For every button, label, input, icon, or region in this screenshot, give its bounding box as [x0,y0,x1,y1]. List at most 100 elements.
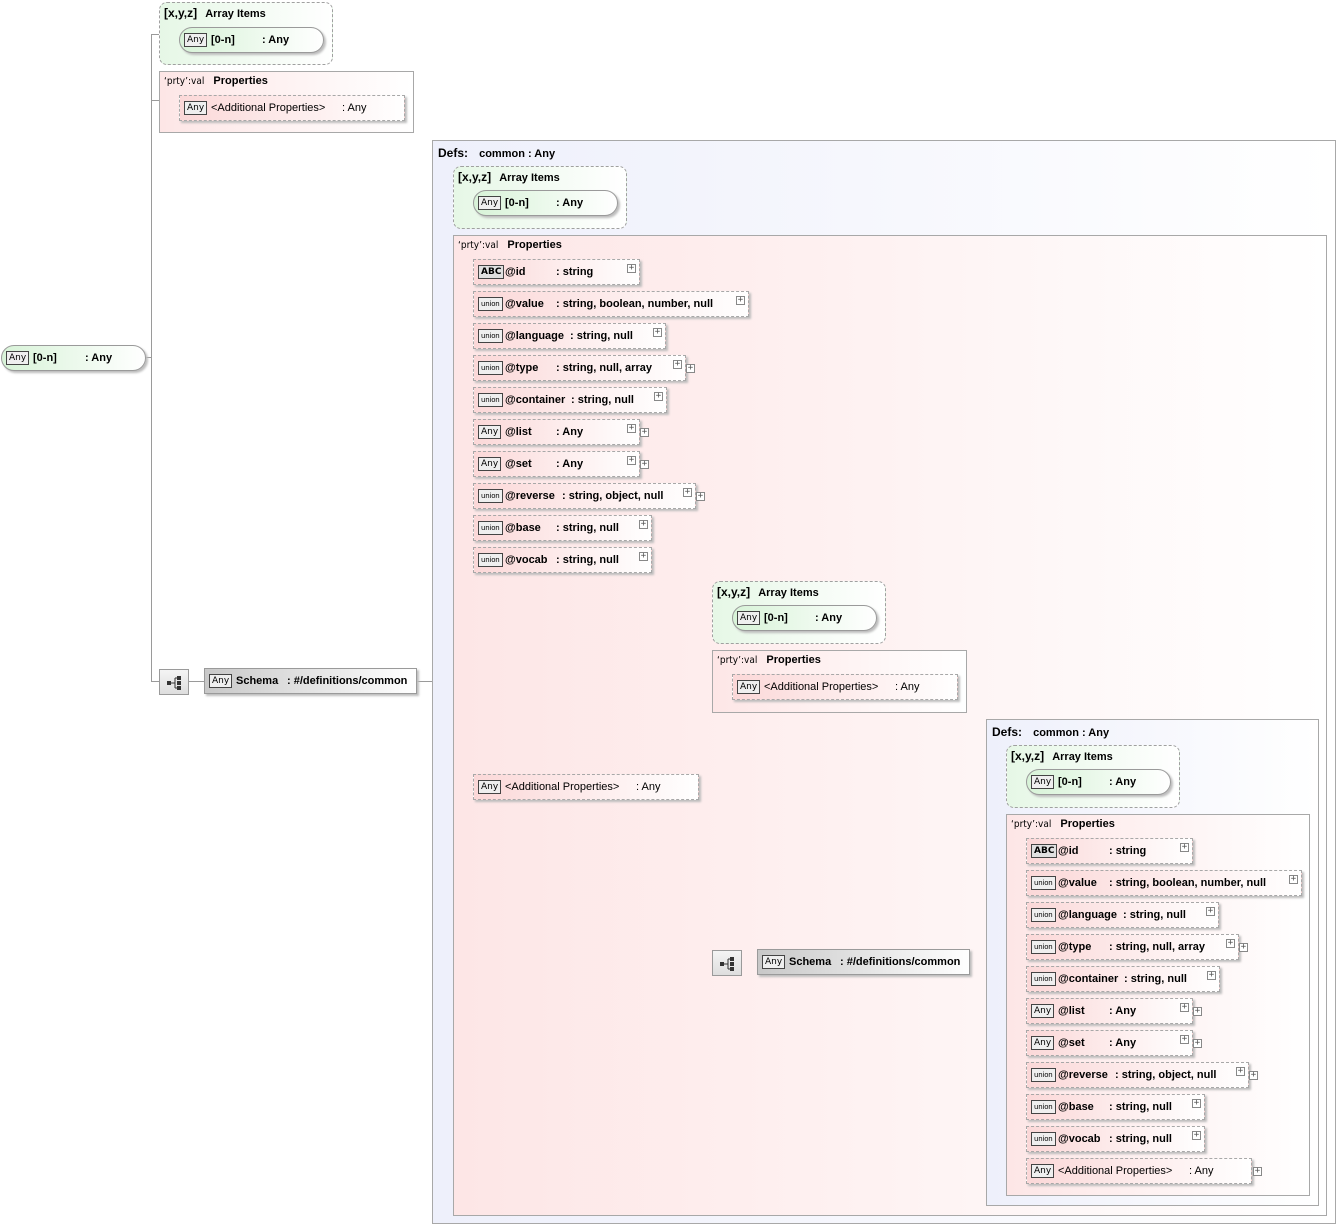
any-badge: Any [1031,1164,1055,1178]
nested-array-item-node[interactable]: Any [0-n] : Any [1026,769,1171,795]
expand-icon[interactable]: + [640,427,649,437]
any-badge: Any [209,674,233,688]
property-node-value[interactable]: union @value : string, boolean, number, … [1026,870,1302,896]
property-node-id[interactable]: ABC @id : string + [1026,838,1193,864]
expand-icon[interactable]: + [673,359,682,369]
property-node-base[interactable]: union @base : string, null + [473,515,652,541]
property-name: @container [1058,973,1119,985]
property-node-type[interactable]: union @type : string, null, array + + [473,355,695,381]
expand-icon[interactable]: + [1192,1130,1201,1140]
property-node-language[interactable]: union @language : string, null + [473,323,666,349]
any-badge: Any [478,457,502,471]
union-badge: union [1031,1068,1056,1082]
property-node-reverse[interactable]: union @reverse : string, object, null + … [1026,1062,1258,1088]
expand-icon[interactable]: + [639,551,648,561]
expand-icon[interactable]: + [1193,1038,1202,1048]
expand-icon[interactable]: + [1236,1066,1245,1076]
expand-icon[interactable]: + [1207,970,1216,980]
additional-type: : Any [636,781,661,793]
defs-title: Defs: [438,146,469,160]
expand-icon[interactable]: + [1192,1098,1201,1108]
expand-icon[interactable]: + [1239,942,1248,952]
schema-ref-node[interactable]: Any Schema : #/definitions/common [204,668,417,694]
inner-schema-ref-node[interactable]: Any Schema : #/definitions/common [757,949,970,975]
expand-icon[interactable]: + [1253,1166,1262,1176]
any-badge: Any [184,33,208,47]
expand-icon[interactable]: + [639,519,648,529]
array-items-title: Array Items [499,172,560,184]
property-node-list[interactable]: Any @list : Any + + [473,419,649,445]
additional-name: <Additional Properties> [764,681,879,693]
expand-icon[interactable]: + [627,423,636,433]
property-node-id[interactable]: ABC @id : string + [473,259,640,285]
union-badge: union [1031,876,1056,890]
expand-icon[interactable]: + [627,263,636,273]
property-type: : string, null [570,330,633,342]
expand-icon[interactable]: + [1289,874,1298,884]
property-name: @id [505,266,526,278]
expand-icon[interactable]: + [1180,1034,1189,1044]
property-node-list[interactable]: Any @list : Any + + [1026,998,1202,1024]
any-badge: Any [737,611,761,625]
union-badge: union [478,553,503,567]
array-items-symbol: [x,y,z] [717,585,751,599]
property-type: : string, null [1109,1133,1172,1145]
top-additional-properties-node[interactable]: Any <Additional Properties> : Any [179,95,405,121]
root-array-node[interactable]: Any [0-n] : Any [1,345,146,371]
top-array-item-node[interactable]: Any [0-n] : Any [179,27,324,53]
item-type: : Any [1109,776,1137,788]
additional-type: : Any [1189,1165,1214,1177]
property-node-container[interactable]: union @container : string, null + [1026,966,1220,992]
property-type: : string, null [1123,909,1186,921]
expand-icon[interactable]: + [1193,1006,1202,1016]
expand-icon[interactable]: + [1180,1002,1189,1012]
expand-icon[interactable]: + [653,327,662,337]
property-node-vocab[interactable]: union @vocab : string, null + [473,547,652,573]
array-items-symbol: [x,y,z] [164,6,198,20]
union-badge: union [1031,1100,1056,1114]
expand-icon[interactable]: + [1206,906,1215,916]
property-node-set[interactable]: Any @set : Any + + [1026,1030,1202,1056]
expand-icon[interactable]: + [1226,938,1235,948]
property-type: : string, object, null [1115,1069,1217,1081]
property-node-base[interactable]: union @base : string, null + [1026,1094,1205,1120]
defs-array-item-node[interactable]: Any [0-n] : Any [473,190,618,216]
properties-title: Properties [507,239,562,251]
property-node-container[interactable]: union @container : string, null + [473,387,667,413]
property-node-vocab[interactable]: union @vocab : string, null + [1026,1126,1205,1152]
property-node-set[interactable]: Any @set : Any + + [473,451,649,477]
any-badge: Any [478,780,502,794]
defs-additional-properties-node[interactable]: Any <Additional Properties> : Any [473,774,699,800]
property-name: @value [505,298,544,310]
any-badge: Any [6,351,30,365]
property-node-language[interactable]: union @language : string, null + [1026,902,1219,928]
union-badge: union [1031,972,1056,986]
expand-icon[interactable]: + [627,455,636,465]
expand-icon[interactable]: + [686,363,695,373]
array-items-title: Array Items [1052,751,1113,763]
any-badge: Any [1031,1004,1055,1018]
inner-additional-properties-node[interactable]: Any <Additional Properties> : Any [732,674,958,700]
expand-icon[interactable]: + [683,487,692,497]
item-name: [0-n] [211,34,235,46]
expand-icon[interactable]: + [640,459,649,469]
property-node-value[interactable]: union @value : string, boolean, number, … [473,291,749,317]
expand-icon[interactable]: + [654,391,663,401]
expand-icon[interactable]: + [736,295,745,305]
property-type: : string, boolean, number, null [1109,877,1267,889]
schema-tree-icon[interactable] [712,950,742,976]
expand-icon[interactable]: + [1180,842,1189,852]
property-node-type[interactable]: union @type : string, null, array + + [1026,934,1248,960]
any-badge: Any [184,101,208,115]
inner-array-item-node[interactable]: Any [0-n] : Any [732,605,877,631]
property-node-reverse[interactable]: union @reverse : string, object, null + … [473,483,705,509]
property-name: @vocab [1058,1133,1101,1145]
expand-icon[interactable]: + [1249,1070,1258,1080]
any-badge: Any [478,196,502,210]
abc-badge: ABC [1031,844,1058,858]
expand-icon[interactable]: + [696,491,705,501]
property-name: @language [505,330,565,342]
schema-tree-icon[interactable] [159,669,189,695]
union-badge: union [478,489,503,503]
nested-additional-properties-node[interactable]: Any <Additional Properties> : Any + [1026,1158,1262,1184]
